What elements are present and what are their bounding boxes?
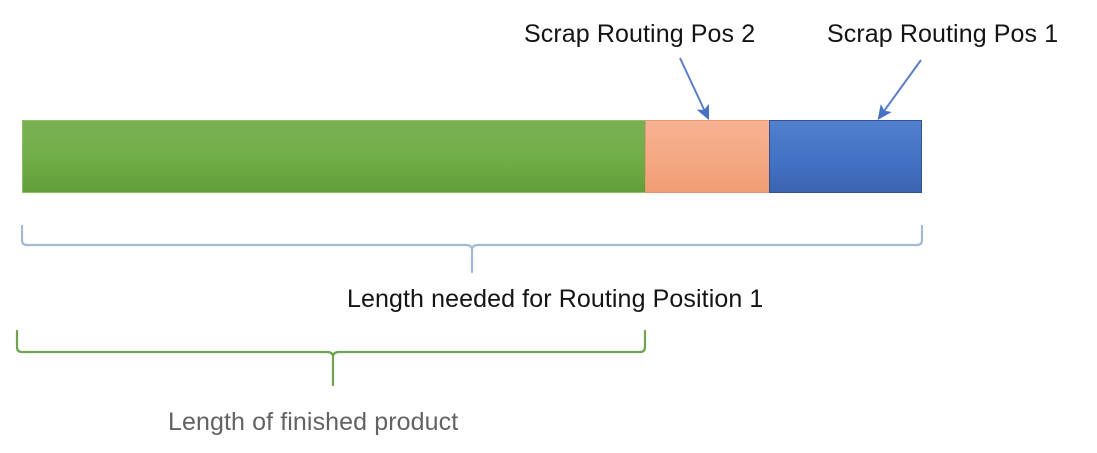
brace-finished-product xyxy=(15,329,647,387)
scrap-routing-pos-1-segment xyxy=(769,120,922,193)
brace-routing-position-1 xyxy=(20,224,924,274)
callout-label-scrap-routing-pos-2: Scrap Routing Pos 2 xyxy=(524,20,756,48)
finished-product-segment xyxy=(22,120,645,193)
brace-caption-routing-position-1: Length needed for Routing Position 1 xyxy=(347,285,764,313)
callout-label-scrap-routing-pos-1: Scrap Routing Pos 1 xyxy=(827,20,1059,48)
brace-caption-finished-product: Length of finished product xyxy=(168,408,459,436)
scrap-routing-pos-2-segment xyxy=(645,120,769,193)
callout-arrow-scrap-routing-pos-1 xyxy=(877,59,922,120)
callout-arrow-scrap-routing-pos-2 xyxy=(679,57,710,121)
